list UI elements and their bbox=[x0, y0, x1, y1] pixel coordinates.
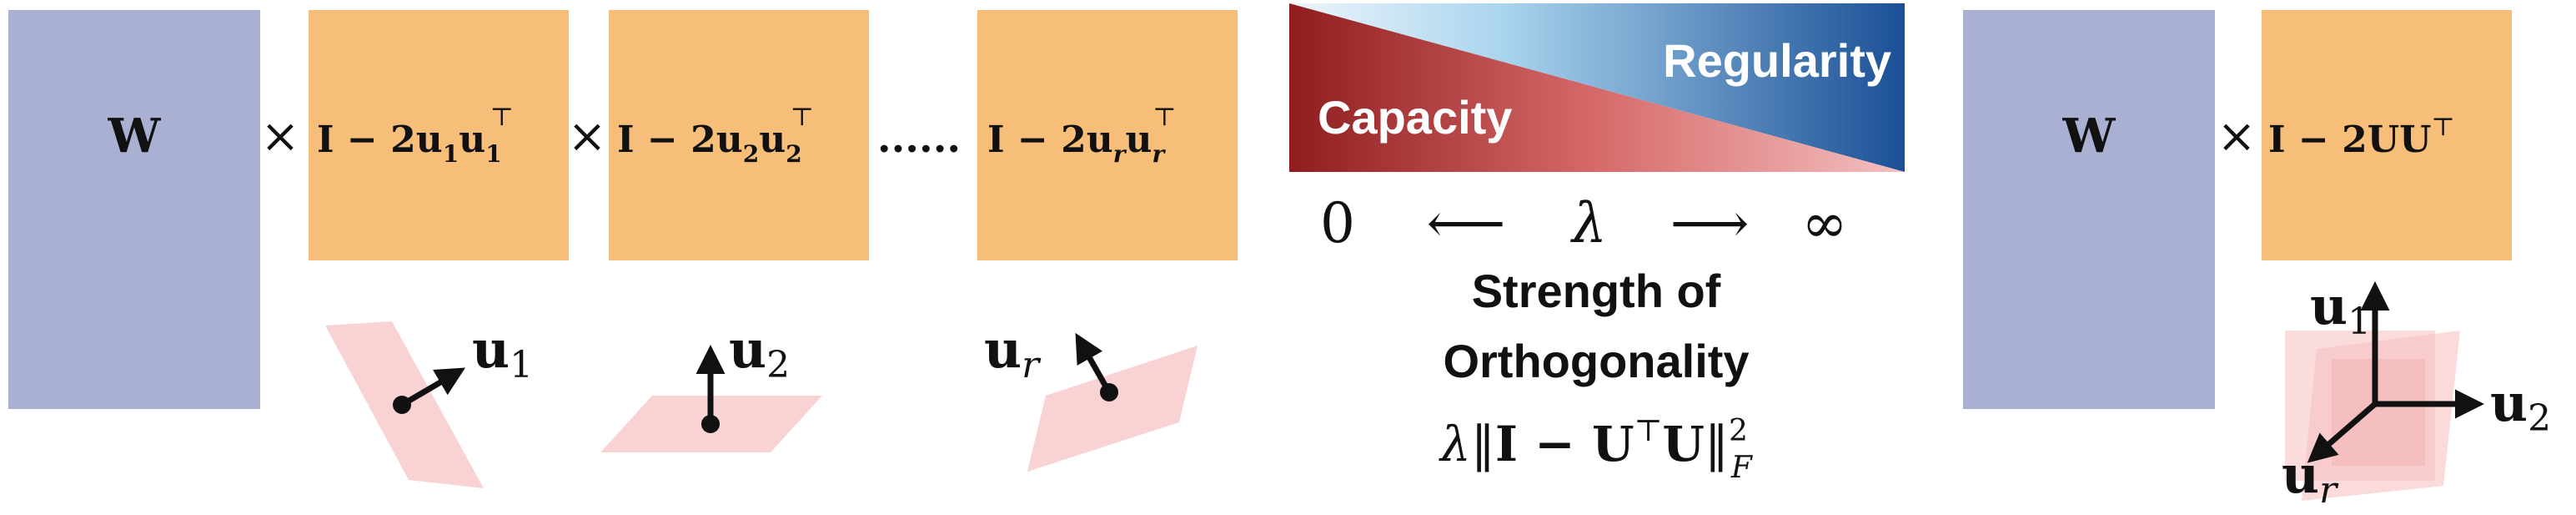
caption-line-1: Strength of bbox=[1472, 265, 1721, 317]
axis-left-arrow: ⟵ bbox=[1427, 191, 1506, 255]
reflector-label-1: I − 2u1u1⊤ bbox=[317, 103, 514, 168]
reflector-label-r: I − 2urur⊤ bbox=[987, 103, 1176, 168]
axis-label-u2: u2 bbox=[2490, 372, 2551, 440]
axis-label-u1: u1 bbox=[2310, 275, 2371, 343]
times-sign-2: × bbox=[568, 109, 607, 164]
normal-vector-arrow-1 bbox=[400, 367, 466, 408]
vector-label-2: u2 bbox=[729, 319, 790, 386]
vector-label-r: ur bbox=[984, 319, 1042, 386]
axis-label-ur: ur bbox=[2282, 444, 2339, 512]
right-times-sign: × bbox=[2217, 109, 2257, 164]
vector-label-1: u1 bbox=[472, 319, 533, 386]
caption-line-2: Orthogonality bbox=[1443, 335, 1749, 387]
reflector-block-2 bbox=[609, 10, 869, 260]
axis-infinity: ∞ bbox=[1802, 191, 1848, 255]
reflector-block-1 bbox=[309, 10, 569, 260]
axis-lambda: λ bbox=[1569, 191, 1607, 255]
ellipsis-dots: ...... bbox=[877, 115, 961, 162]
reflector-block-r bbox=[977, 10, 1238, 260]
orthogonal-plane-3 bbox=[2332, 359, 2425, 466]
capacity-label: Capacity bbox=[1318, 91, 1512, 144]
right-reflector-block bbox=[2262, 10, 2512, 260]
weight-matrix-label: W bbox=[108, 109, 162, 164]
right-weight-matrix-label: W bbox=[2062, 109, 2117, 164]
hyperplane-r bbox=[1027, 346, 1198, 472]
right-weight-matrix-block bbox=[1963, 10, 2215, 409]
capacity-triangle bbox=[1289, 3, 1905, 172]
axis-zero: 0 bbox=[1320, 191, 1355, 255]
times-sign-1: × bbox=[261, 109, 300, 164]
weight-matrix-block bbox=[8, 10, 260, 409]
right-reflector-label: I − 2UU⊤ bbox=[2268, 113, 2455, 161]
axis-right-arrow: ⟶ bbox=[1670, 191, 1750, 255]
reflector-label-2: I − 2u2u2⊤ bbox=[617, 103, 814, 168]
axis-arrow-ur bbox=[2307, 401, 2378, 463]
normal-vector-arrow-r bbox=[1075, 332, 1112, 394]
regularity-label: Regularity bbox=[1663, 34, 1891, 87]
